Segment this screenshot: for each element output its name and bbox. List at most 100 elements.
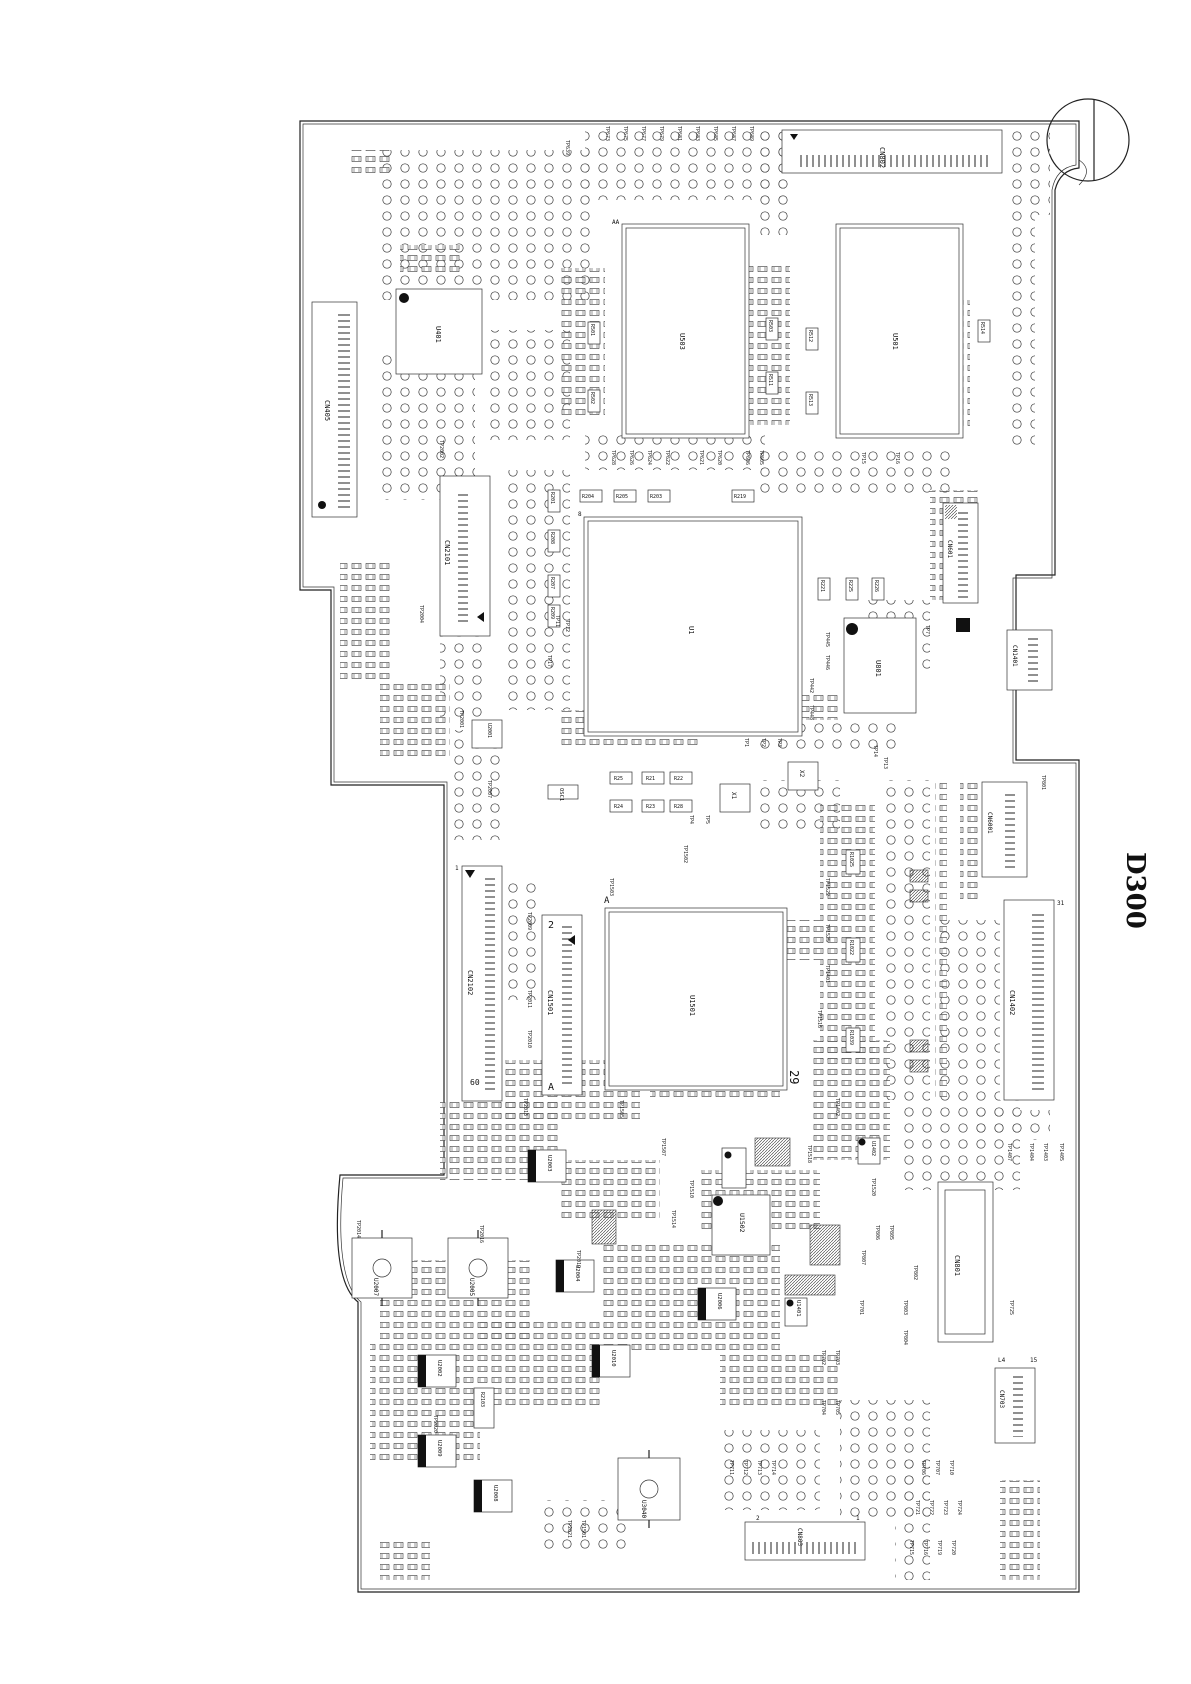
tp-label-86: TP716	[922, 1540, 928, 1555]
x-x1-body: X1	[719, 783, 751, 813]
tp-label-25: TP4	[688, 815, 694, 824]
r-r1025-label: R1025	[848, 852, 854, 867]
tp-label-35: TP2001	[458, 710, 464, 728]
tp-label-74: TP702	[820, 1350, 826, 1365]
tp-label-3: TP677	[640, 126, 646, 141]
r-r24-label: R24	[614, 804, 623, 810]
r-r1039-label: R1039	[848, 1030, 854, 1045]
tp-label-40: TP2010	[526, 1030, 532, 1048]
tp-label-22: TP1	[743, 738, 749, 747]
pad-strip	[935, 780, 980, 1100]
tp-label-24: TP3	[776, 738, 782, 747]
tp-label-9: TP689	[748, 126, 754, 141]
r-r1022-label: R1022	[848, 940, 854, 955]
q-u2003-body: U2003	[527, 1149, 567, 1183]
tp-label-34: TP17	[546, 655, 552, 667]
tp-label-21: TP448	[808, 705, 814, 720]
cn-cn1501-label: CN1501	[546, 990, 554, 1015]
q-u2010-label: U2010	[610, 1350, 616, 1367]
cn-cn803-pin-2: 2	[756, 1515, 760, 1522]
reg-u2005-label: U2005	[468, 1278, 475, 1296]
tp-label-42: TP2013	[522, 1098, 528, 1116]
tp-label-37: TP2004	[418, 605, 424, 623]
tp-label-50: TP1503	[608, 878, 614, 896]
hatched-arrays	[591, 618, 970, 1296]
tp-label-89: TP721	[914, 1500, 920, 1515]
tp-label-77: TP705	[834, 1400, 840, 1415]
ic-u801-body: U801	[843, 617, 917, 714]
r-r23-label: R23	[646, 804, 655, 810]
ic-u1-body: U1	[583, 516, 803, 737]
tp-label-65: TP1407	[1006, 1143, 1012, 1161]
tp-label-80: TP710	[948, 1460, 954, 1475]
q-u2004-label: U2004	[574, 1265, 580, 1282]
tp-label-78: TP706	[920, 1460, 926, 1475]
tp-label-48: TP1501	[580, 1520, 586, 1538]
tp-label-88: TP720	[950, 1540, 956, 1555]
tp-label-59: TP1525	[824, 924, 830, 942]
r-r22-label: R22	[674, 776, 683, 782]
x-x1-label: X1	[730, 792, 737, 800]
tp-label-72: TP807	[860, 1250, 866, 1265]
cn-cn2102-pin-60: 60	[470, 1078, 480, 1087]
tp-label-81: TP711	[728, 1460, 734, 1475]
tp-label-57: TP1520	[870, 1178, 876, 1196]
ic-u1-label: U1	[687, 626, 695, 634]
r-r209-label: R209	[549, 607, 555, 619]
tp-label-87: TP719	[936, 1540, 942, 1555]
r-r512-label: R512	[807, 330, 813, 342]
reg-u2007-body: U2007	[351, 1230, 413, 1306]
cn-cn6001-body: CN6001	[981, 781, 1028, 878]
tp-label-20: TP442	[808, 678, 814, 693]
ic-u503-body: U503 AA	[612, 219, 750, 439]
tp-label-68: TP803	[902, 1300, 908, 1315]
r-r513-label: R513	[807, 394, 813, 406]
r-r205-label: R205	[616, 494, 628, 500]
tp-label-69: TP804	[902, 1330, 908, 1345]
tp-label-56: TP1518	[806, 1145, 812, 1163]
tp-label-41: TP2011	[526, 990, 532, 1008]
tp-label-55: TP1516	[816, 1010, 822, 1028]
tp-label-45: TP2019	[575, 1250, 581, 1268]
tp-label-47: TP2021	[566, 1520, 572, 1538]
resistor-packs: R501 R502 R503 R511 R512 R513 R514 R204 …	[473, 317, 991, 1429]
r-r226-label: R226	[873, 580, 879, 592]
tp-label-0: TP639	[564, 140, 570, 155]
r-r203-label: R203	[650, 494, 662, 500]
cn-cn802-label: CN802	[878, 147, 886, 168]
tp-label-54: TP1514	[670, 1210, 676, 1228]
tp-label-31: TP14	[872, 745, 878, 757]
tp-label-82: TP712	[742, 1460, 748, 1475]
ic-u501-label: U501	[891, 333, 899, 350]
tp-label-28: TP11	[554, 615, 560, 627]
tp-label-58: TP1522	[824, 878, 830, 896]
cn-cn1501-pin-a: A	[548, 1082, 554, 1093]
cn-cn1501-pin-2: 2	[548, 920, 554, 931]
r-r21-label: R21	[646, 776, 655, 782]
tp-label-11: TP626	[628, 450, 634, 465]
cn-cn405-label: CN405	[323, 400, 331, 421]
tp-label-14: TP621	[698, 450, 704, 465]
q-u2002-body: U2002	[417, 1354, 457, 1388]
cn-cn405-body: CN405	[311, 301, 358, 518]
tp-label-26: TP5	[704, 815, 710, 824]
ic-u503-pin-aa: AA	[612, 219, 620, 226]
tp-label-51: TP1505	[618, 1100, 624, 1118]
r-r503-label: R503	[767, 320, 773, 332]
r-r514-label: R514	[979, 322, 985, 334]
ic-u1401-body: U1401	[784, 1297, 808, 1327]
tp-label-63: TP1404	[1028, 1143, 1034, 1161]
tp-label-71: TP806	[874, 1225, 880, 1240]
cn-cn803-pin-1: 1	[856, 1515, 860, 1522]
r-r204-label: R204	[582, 494, 594, 500]
tp-label-8: TP687	[730, 126, 736, 141]
cn-cn2101-body: CN2101	[439, 475, 491, 637]
tp-label-73: TP701	[858, 1300, 864, 1315]
cn-cn2102-label: CN2102	[466, 970, 474, 995]
transistor-packages: U2003 U2004 U2006 U2010 U2002 U2009	[417, 719, 881, 1513]
cn-cn601-label: CN601	[946, 540, 953, 558]
ic-u1502-label: U1502	[738, 1213, 746, 1233]
tp-label-93: TP725	[1008, 1300, 1014, 1315]
tp-label-67: TP802	[912, 1265, 918, 1280]
cn-cn802-body: CN802	[781, 129, 1003, 174]
